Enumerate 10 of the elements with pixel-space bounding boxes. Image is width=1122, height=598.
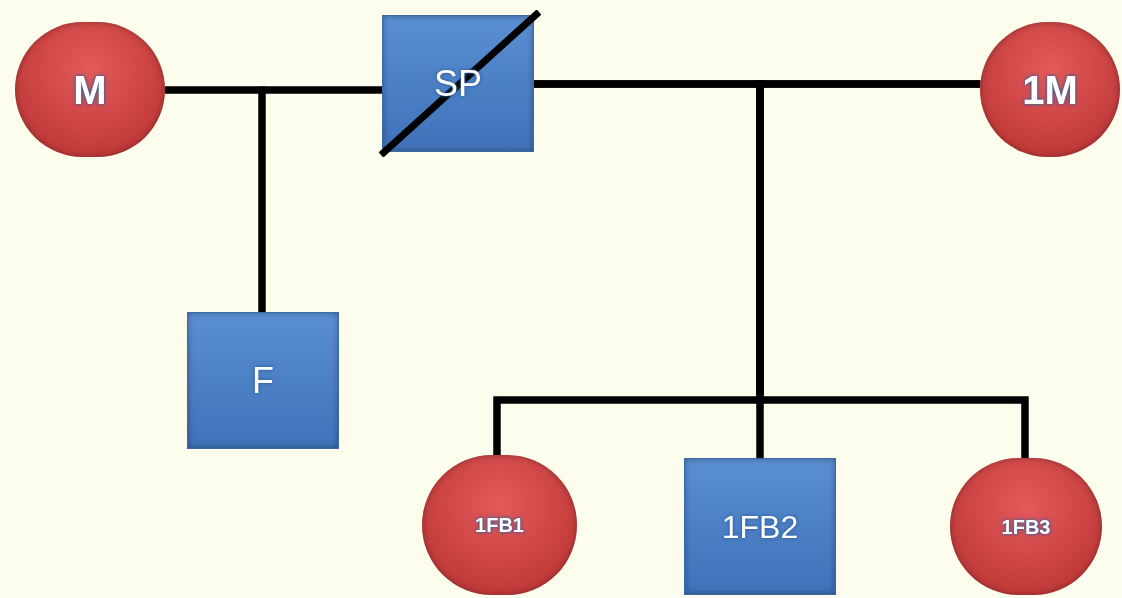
person-label: 1M (1022, 69, 1078, 110)
person-label: 1FB1 (475, 515, 524, 535)
male-square (187, 312, 339, 449)
person-label: M (73, 69, 107, 110)
person-label: 1FB3 (1001, 516, 1051, 537)
person-label: 1FB2 (721, 510, 799, 543)
male-square (684, 458, 836, 595)
pedigree-line (258, 86, 382, 312)
pedigree-line (756, 80, 1029, 458)
person-label: F (252, 362, 274, 399)
